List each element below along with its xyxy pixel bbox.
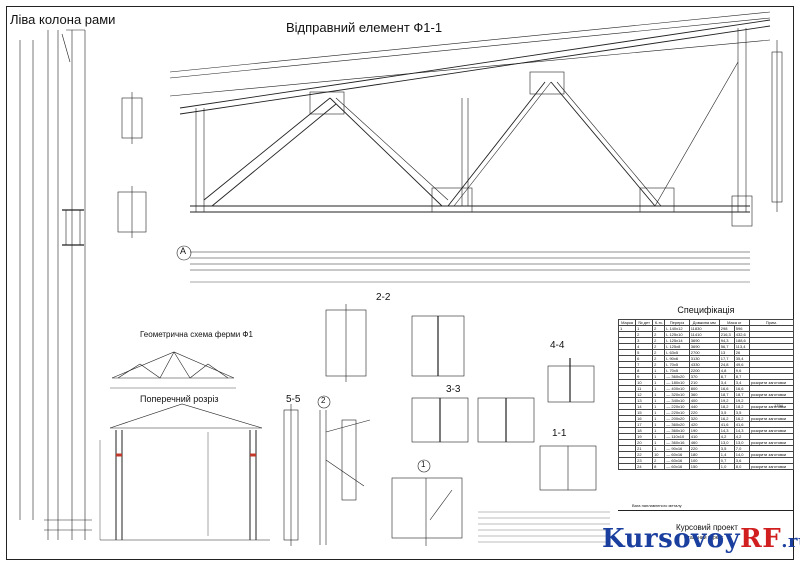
spec-title: Специфікація — [677, 305, 735, 315]
spec-note-cell: розкрити заготовки — [748, 463, 795, 470]
left-detail-drawings — [117, 92, 147, 238]
project-title: Курсовий проект — [676, 523, 738, 532]
left-column-title: Ліва колона рами — [10, 12, 116, 27]
section-5-5-drawing — [283, 404, 299, 546]
spec-col-length: Довжина мм — [688, 319, 720, 326]
node-a-label: A — [180, 246, 187, 256]
spec-header-row: Марка № дет К-ть Переріз Довжина мм Маса… — [617, 319, 795, 326]
cross-section-title: Поперечний розріз — [140, 394, 219, 404]
notes-block — [478, 511, 610, 543]
spec-weld-note: Вага наплавленого металу — [632, 503, 682, 508]
title-block: Курсовий проект Стальний каркас — [618, 510, 794, 561]
main-truss-drawing — [169, 11, 771, 283]
spec-cell: 24 — [635, 463, 654, 470]
project-subtitle: Стальний каркас — [684, 535, 724, 541]
section-5-5-label: 5-5 — [286, 394, 301, 405]
section-4-4-label: 4-4 — [550, 340, 565, 351]
cross-section-drawing — [99, 403, 270, 541]
watermark-domain: .ru — [781, 531, 800, 552]
spec-cell: 150 — [688, 463, 720, 470]
spec-cell: 8,0 — [733, 463, 750, 470]
watermark-kursovoy: Kursovoy — [602, 524, 741, 554]
node-1-drawing — [391, 459, 463, 546]
section-3-3-drawing — [411, 397, 535, 443]
right-detail-drawings — [731, 40, 783, 227]
spec-cell: 8 — [652, 463, 666, 470]
spec-grid: Марка № дет К-ть Переріз Довжина мм Маса… — [617, 319, 795, 470]
node-1-label: 1 — [421, 460, 426, 469]
spec-cell: 1,0 — [718, 463, 735, 470]
node-2-label: 2 — [321, 396, 326, 405]
section-3-3-label: 3-3 — [446, 384, 461, 395]
site-watermark: KursovoyRF.ru — [602, 524, 800, 554]
spec-cell: — 60x16 — [664, 463, 690, 470]
geometry-scheme-title: Геометрична схема ферми Ф1 — [140, 330, 253, 339]
spec-total: 1794 — [774, 403, 783, 408]
section-4-4-drawing — [547, 358, 595, 403]
geometry-scheme-drawing — [110, 351, 236, 389]
section-2-2-label: 2-2 — [376, 292, 391, 303]
main-element-title: Відправний елемент Ф1-1 — [286, 20, 443, 35]
left-column-drawing — [19, 29, 92, 540]
section-1-1-label: 1-1 — [552, 428, 567, 439]
spec-cell — [617, 463, 637, 470]
section-2-2-drawing — [325, 304, 465, 382]
watermark-rf: RF — [740, 524, 782, 554]
section-1-1-drawing — [539, 445, 597, 491]
drawing-frame — [6, 6, 794, 560]
node-2-drawing — [317, 395, 371, 545]
